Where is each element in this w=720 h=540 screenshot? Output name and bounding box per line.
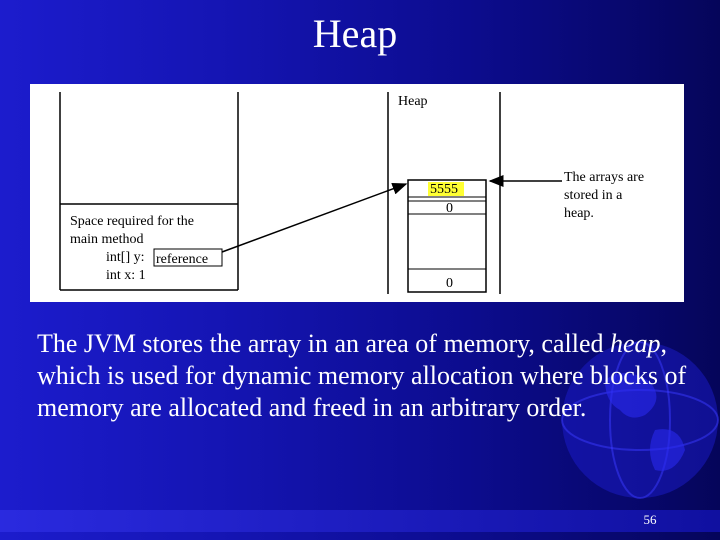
var-x-label: int x: 1 <box>106 268 146 283</box>
highlight-cell <box>428 182 464 196</box>
slide-title: Heap <box>312 11 398 56</box>
stack-label-line1: Space required for the <box>70 214 194 229</box>
heap-label: Heap <box>398 94 428 109</box>
var-y-label: int[] y: <box>106 250 145 265</box>
note-line1: The arrays are <box>564 170 644 185</box>
footer-bar <box>0 510 720 532</box>
array-cell-value: 5555 <box>430 182 458 197</box>
stack-label-line2: main method <box>70 232 144 247</box>
heap-diagram: Space required for the main method int[]… <box>30 84 684 302</box>
stack-frame: Space required for the main method int[]… <box>59 92 239 291</box>
globe-decoration-icon <box>561 341 719 499</box>
var-y-value: reference <box>156 252 208 267</box>
body-text-part: The JVM stores the array in an area of m… <box>37 329 610 358</box>
body-text-part: , which is used for dynamic memory alloc… <box>37 329 687 422</box>
reference-arrow <box>221 183 408 253</box>
array-cell-value: 0 <box>446 201 453 216</box>
array-cell-value: 0 <box>446 276 453 291</box>
body-text-emphasis: heap <box>609 329 661 358</box>
note-line3: heap. <box>564 206 594 221</box>
page-number: 56 <box>643 512 657 527</box>
reference-box <box>153 248 223 267</box>
note-line2: stored in a <box>564 188 623 203</box>
heap-region: Heap 5555 0 0 <box>387 92 501 294</box>
body-paragraph: The JVM stores the array in an area of m… <box>37 328 687 424</box>
array-block <box>407 179 487 293</box>
